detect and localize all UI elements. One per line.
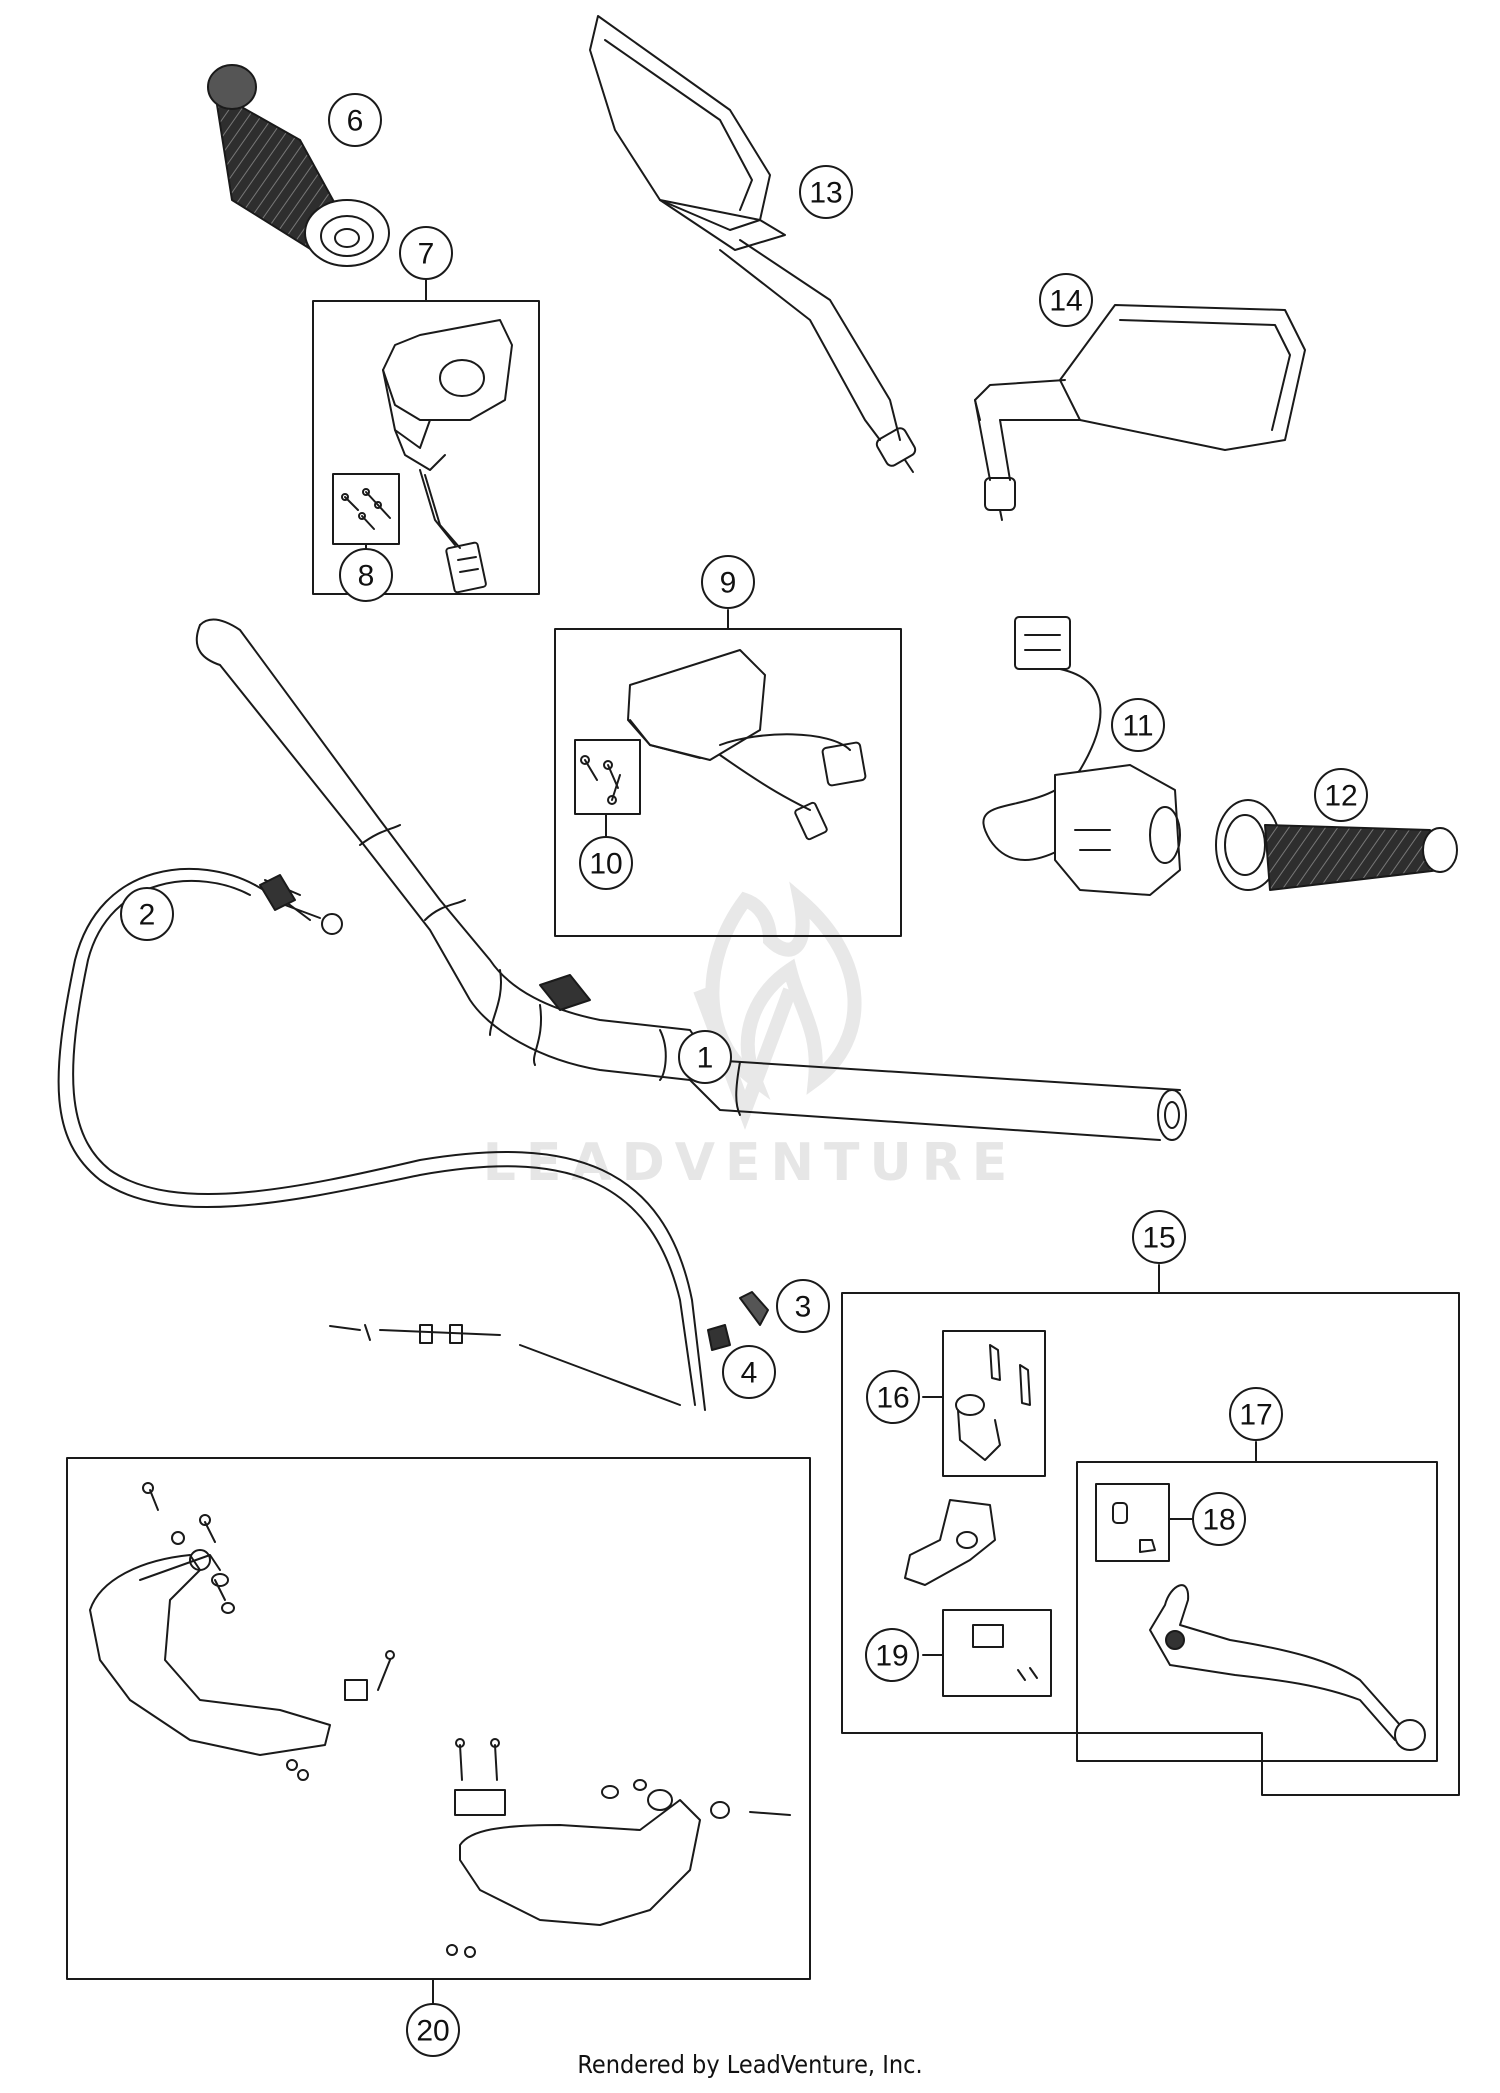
callout-circle	[406, 2003, 460, 2057]
callout-label: 10	[589, 848, 622, 881]
footer-credit: Rendered by LeadVenture, Inc.	[577, 2050, 922, 2079]
grip-left	[207, 64, 390, 267]
callout-circle	[722, 1345, 776, 1399]
part-19	[972, 1624, 1038, 1681]
callout-label: 7	[418, 238, 435, 271]
mirror-14	[974, 304, 1306, 521]
part-16	[955, 1344, 1031, 1461]
box-screws-8	[332, 473, 400, 545]
callout-11: 11	[1111, 698, 1165, 752]
callout-label: 8	[358, 560, 375, 593]
callout-circle	[1039, 273, 1093, 327]
box-screws-10	[574, 739, 641, 815]
handlebar	[195, 618, 1187, 1141]
callout-label: 2	[139, 899, 156, 932]
callout-label: 16	[876, 1382, 909, 1415]
callout-14: 14	[1039, 273, 1093, 327]
callout-circle	[328, 93, 382, 147]
callout-label: 15	[1142, 1222, 1175, 1255]
callout-label: 19	[875, 1640, 908, 1673]
callout-label: 6	[347, 105, 364, 138]
callout-circle	[799, 165, 853, 219]
flame-logo-icon	[693, 881, 862, 1130]
callout-20: 20	[406, 2003, 460, 2057]
part-18	[1112, 1502, 1156, 1553]
clamp-15	[904, 1499, 996, 1586]
callout-label: 14	[1049, 285, 1082, 318]
callout-circle	[1111, 698, 1165, 752]
callout-label: 20	[416, 2015, 449, 2048]
callout-18: 18	[1192, 1492, 1246, 1546]
callout-label: 4	[741, 1357, 758, 1390]
switch-11	[982, 616, 1181, 896]
callout-circle	[1132, 1210, 1186, 1264]
mirror-13	[589, 15, 917, 473]
callout-circle	[339, 548, 393, 602]
callout-9: 9	[701, 555, 755, 609]
adjuster-2	[259, 874, 343, 935]
callout-label: 3	[795, 1291, 812, 1324]
callout-label: 1	[697, 1042, 714, 1075]
screws-8	[341, 488, 391, 530]
callout-19: 19	[865, 1628, 919, 1682]
callout-1: 1	[678, 1030, 732, 1084]
left-switch	[382, 319, 513, 594]
callout-circle	[579, 836, 633, 890]
handguard-right	[446, 1738, 791, 1958]
box-15	[841, 1292, 1460, 1796]
box-20	[66, 1457, 811, 1980]
callout-17: 17	[1229, 1387, 1283, 1441]
box-19	[942, 1609, 1052, 1697]
callout-circle	[701, 555, 755, 609]
callout-2: 2	[120, 887, 174, 941]
callout-3: 3	[776, 1279, 830, 1333]
callout-13: 13	[799, 165, 853, 219]
callout-12: 12	[1314, 768, 1368, 822]
callout-label: 12	[1324, 780, 1357, 813]
screws-10	[580, 755, 621, 805]
callout-circle	[1192, 1492, 1246, 1546]
callout-label: 11	[1122, 710, 1153, 743]
callout-circle	[120, 887, 174, 941]
callout-15: 15	[1132, 1210, 1186, 1264]
box-18	[1095, 1483, 1170, 1562]
box-16	[942, 1330, 1046, 1477]
callout-6: 6	[328, 93, 382, 147]
watermark-text: LEADVENTURE	[483, 1133, 1018, 1193]
handguard-left	[89, 1482, 395, 1781]
callout-8: 8	[339, 548, 393, 602]
callout-circle	[399, 226, 453, 280]
callout-circle	[1229, 1387, 1283, 1441]
right-switch-9	[627, 649, 867, 841]
callout-circle	[678, 1030, 732, 1084]
callout-circle	[776, 1279, 830, 1333]
part-4	[707, 1324, 731, 1351]
lever-17	[1149, 1584, 1426, 1751]
callout-label: 17	[1239, 1399, 1272, 1432]
watermark: LEADVENTURE	[483, 881, 1018, 1193]
callout-circle	[865, 1628, 919, 1682]
callout-7: 7	[399, 226, 453, 280]
callout-label: 9	[720, 567, 737, 600]
callout-label: 13	[809, 177, 842, 210]
callout-16: 16	[866, 1370, 920, 1424]
callout-circle	[1314, 768, 1368, 822]
part-3	[739, 1291, 769, 1326]
callout-label: 18	[1202, 1504, 1235, 1537]
callout-4: 4	[722, 1345, 776, 1399]
callout-10: 10	[579, 836, 633, 890]
callout-circle	[866, 1370, 920, 1424]
grip-right	[1215, 799, 1458, 891]
